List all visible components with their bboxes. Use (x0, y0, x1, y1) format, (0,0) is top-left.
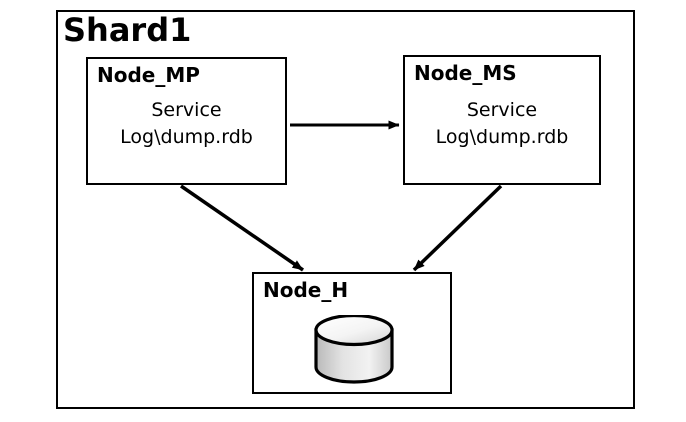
node-detail-line: Service (151, 99, 222, 121)
node-label-node-mp: Node_MP (97, 63, 200, 87)
node-detail-node-ms: Service Log\dump.rdb (405, 97, 599, 151)
node-detail-line: Service (466, 99, 538, 121)
node-label-node-h: Node_H (263, 278, 349, 302)
node-label-node-ms: Node_MS (414, 61, 517, 85)
shard-title: Shard1 (63, 11, 192, 49)
connector-mp-to-h (180, 184, 304, 272)
node-detail-line: Log\dump.rdb (435, 126, 569, 148)
node-box-node-mp[interactable]: Node_MP Service Log\dump.rdb (86, 57, 287, 185)
node-detail-line: Log\dump.rdb (120, 126, 253, 148)
connector-ms-to-h (412, 184, 503, 272)
node-box-node-h[interactable]: Node_H (252, 272, 452, 394)
database-cylinder-icon (313, 313, 395, 385)
shard-container-box (56, 10, 635, 409)
node-box-node-ms[interactable]: Node_MS Service Log\dump.rdb (403, 55, 601, 185)
node-detail-node-mp: Service Log\dump.rdb (88, 97, 285, 151)
